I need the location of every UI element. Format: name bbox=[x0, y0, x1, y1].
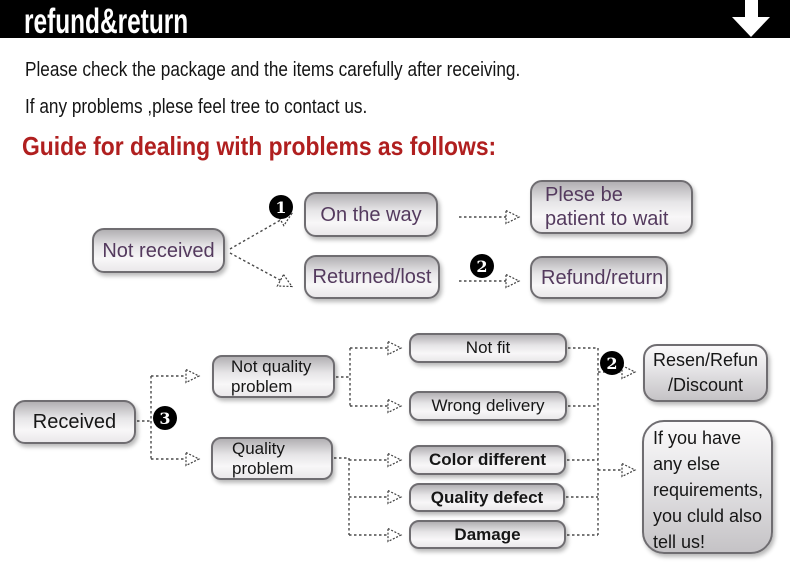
node-any-else-requirements: If you have any else requirements, you c… bbox=[642, 420, 773, 554]
node-on-the-way: On the way bbox=[304, 192, 438, 237]
intro-line-2: If any problems ,plese feel tree to cont… bbox=[25, 96, 368, 118]
page-title: refund&return bbox=[24, 1, 189, 41]
step-badge-2-row1: 2 bbox=[470, 254, 494, 278]
step-badge-3: 3 bbox=[153, 406, 177, 430]
intro-line-1: Please check the package and the items c… bbox=[25, 59, 521, 81]
step-badge-1: 1 bbox=[269, 195, 293, 219]
node-not-quality-problem: Not quality problem bbox=[212, 355, 335, 398]
guide-heading: Guide for dealing with problems as follo… bbox=[22, 131, 497, 161]
node-damage: Damage bbox=[409, 520, 566, 549]
step-badge-2-row2: 2 bbox=[600, 351, 624, 375]
node-patient-wait: Plese be patient to wait bbox=[530, 180, 693, 234]
node-refund-return: Refund/return bbox=[530, 256, 668, 299]
node-not-fit: Not fit bbox=[409, 333, 567, 363]
node-not-received: Not received bbox=[92, 228, 225, 273]
node-received: Received bbox=[13, 400, 136, 444]
node-quality-defect: Quality defect bbox=[409, 483, 565, 512]
node-resend-refund-discount: Resen/Refun /Discount bbox=[643, 344, 768, 402]
node-wrong-delivery: Wrong delivery bbox=[409, 391, 567, 421]
node-color-different: Color different bbox=[409, 445, 566, 475]
header-bar bbox=[0, 0, 790, 38]
node-returned-lost: Returned/lost bbox=[304, 255, 440, 299]
node-quality-problem: Quality problem bbox=[211, 437, 333, 480]
